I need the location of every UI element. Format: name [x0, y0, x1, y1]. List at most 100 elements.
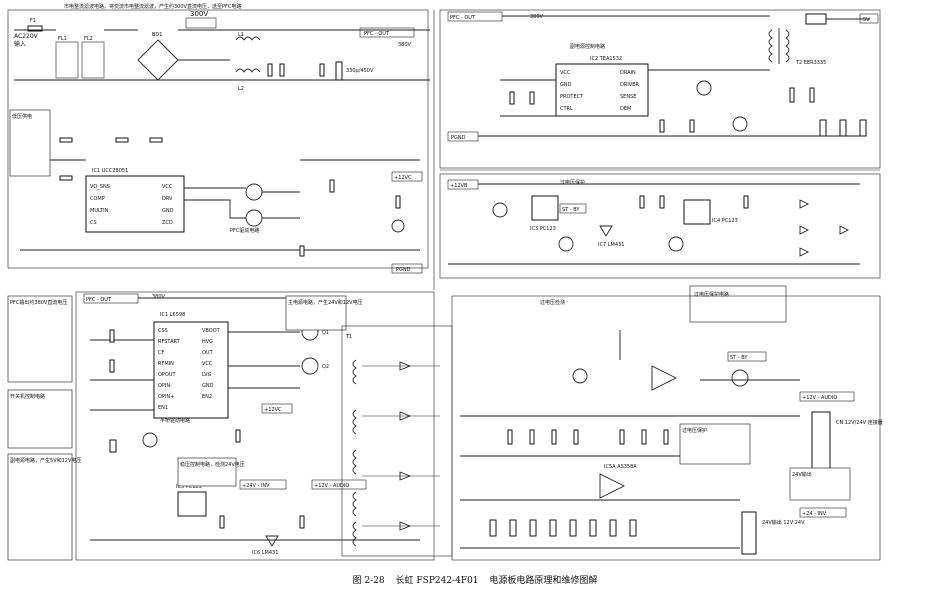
- svg-text:过电压保护: 过电压保护: [560, 179, 585, 186]
- pfc-inductor: [235, 36, 261, 41]
- ac-input-label: AC220V: [14, 33, 39, 40]
- svg-text:IC7 LM431: IC7 LM431: [598, 242, 624, 248]
- svg-text:+12VB: +12VB: [450, 183, 468, 189]
- half-bridge-ic: IC1 L6598 CSS RFSTART CF RFMIN OPOUT OPI…: [153, 312, 229, 419]
- svg-text:OPOUT: OPOUT: [158, 372, 177, 378]
- svg-text:GND: GND: [202, 383, 214, 389]
- protection-diodes: [799, 199, 850, 257]
- svg-text:ZCD: ZCD: [162, 220, 173, 226]
- switch-transistor: [572, 368, 749, 387]
- svg-text:VO_SNS: VO_SNS: [90, 184, 110, 190]
- rectifier-diodes: [399, 361, 412, 531]
- optocoupler-ic5: IC5 PC123: [176, 484, 207, 517]
- note-mains-filter: 市电整流滤波电路，将交流市电整流滤波，产生约300V直流电压，送至PFC电路: [64, 3, 241, 10]
- switching-mosfets: Q1 Q2: [301, 323, 329, 375]
- standby-controller-ic: IC2 TEA1532 VCC GND PROTECT CTRL DRAIN D…: [555, 56, 649, 117]
- svg-text:+24 - INV: +24 - INV: [802, 511, 827, 517]
- shunt-regulator-ic6: IC6 LM431: [252, 535, 279, 556]
- svg-text:VCC: VCC: [162, 184, 173, 190]
- svg-text:PFC - OUT: PFC - OUT: [86, 297, 112, 303]
- svg-text:IC3 PC123: IC3 PC123: [530, 226, 556, 232]
- svg-text:CN 12V/24V 连接器: CN 12V/24V 连接器: [836, 419, 883, 426]
- main-output-section: T1: [341, 325, 453, 557]
- svg-text:GND: GND: [560, 82, 572, 88]
- svg-text:+12V - AUDIO: +12V - AUDIO: [802, 395, 837, 401]
- half-bridge-components: [109, 329, 305, 529]
- note-ovp: 过电压保护: [682, 427, 707, 434]
- svg-text:IC6 LM431: IC6 LM431: [252, 550, 278, 556]
- transistor-q11: [245, 183, 263, 201]
- note-half-bridge: 主电源电路，产生24V和12V电压: [288, 299, 363, 306]
- svg-text:DRV: DRV: [162, 196, 173, 202]
- svg-text:DRIVER: DRIVER: [620, 82, 639, 88]
- opamp-ic5a: IC5A AS358A: [599, 464, 637, 499]
- svg-text:330μ/450V: 330μ/450V: [346, 68, 374, 74]
- svg-text:CSS: CSS: [158, 328, 168, 334]
- svg-text:输入: 输入: [14, 40, 26, 48]
- bridge-d7: [805, 13, 827, 25]
- svg-text:T2 EER3335: T2 EER3335: [795, 60, 826, 66]
- output-filter-caps: [489, 519, 637, 537]
- main-transformers: [352, 359, 357, 547]
- standby-section: PFC - OUT 380V IC2 TEA1532 VCC GND PROTE…: [439, 9, 881, 169]
- svg-text:ST - BY: ST - BY: [562, 207, 580, 213]
- svg-text:380V: 380V: [152, 294, 166, 300]
- svg-text:Q2: Q2: [322, 364, 329, 370]
- figure-caption: 图 2-28 长虹 FSP242-4F01 电源板电路原理和维修图解: [0, 573, 950, 586]
- svg-text:DEM: DEM: [620, 106, 631, 112]
- svg-text:EN1: EN1: [158, 405, 168, 411]
- svg-text:LVG: LVG: [202, 372, 212, 378]
- svg-text:FL1: FL1: [58, 36, 67, 42]
- bridge-rectifier: BD1: [137, 32, 179, 81]
- optocoupler-ic3: IC3 PC123: [530, 195, 559, 232]
- svg-text:ST - BY: ST - BY: [730, 355, 748, 361]
- svg-text:IC1 UCC28051: IC1 UCC28051: [92, 168, 128, 174]
- svg-text:PFC - OUT: PFC - OUT: [450, 15, 476, 21]
- svg-text:VCC: VCC: [560, 70, 571, 76]
- left-notes: PFC输出约380V直流电压 开关机控制电路 副电源电路，产生5V和12V电压: [7, 295, 81, 561]
- note-standby: 副电源电路，产生5V和12V电压: [10, 457, 81, 464]
- svg-text:+12V - AUDIO: +12V - AUDIO: [314, 483, 349, 489]
- svg-text:5V: 5V: [863, 17, 870, 23]
- standby-transformer: T2 EER3335: [768, 28, 826, 66]
- transistor-q10: [245, 209, 263, 227]
- svg-text:OPIN-: OPIN-: [158, 383, 172, 389]
- svg-text:CTRL: CTRL: [560, 106, 573, 112]
- svg-text:+12VC: +12VC: [264, 407, 282, 413]
- standby-components: [509, 80, 748, 133]
- note-protection: 过电压保护电路: [694, 291, 729, 298]
- svg-text:HVG: HVG: [202, 339, 213, 345]
- svg-text:380V: 380V: [530, 14, 544, 20]
- svg-text:CS: CS: [90, 220, 97, 226]
- svg-text:+12VC: +12VC: [394, 175, 412, 181]
- figure-number: 图 2-28: [352, 576, 385, 586]
- svg-text:24V输出 12V 24V: 24V输出 12V 24V: [762, 519, 805, 526]
- output-connector-24v: 24V输出 12V 24V: [741, 511, 805, 555]
- feedback-output-section: 过电压检测 IC5A AS358A +12V - AUDIO +24 - INV…: [451, 295, 883, 561]
- note-regulation: 稳压控制电路，检测24V电压: [180, 461, 245, 468]
- svg-text:SENSE: SENSE: [620, 94, 636, 100]
- svg-text:T1: T1: [345, 334, 352, 340]
- svg-text:GND: GND: [162, 208, 174, 214]
- svg-text:RFMIN: RFMIN: [158, 361, 174, 367]
- svg-text:EN2: EN2: [202, 394, 212, 400]
- figure-title: 电源板电路原理和维修图解: [489, 576, 598, 586]
- ac-input-section: AC220V 输入 F1 FL1 FL2 BD1 市电整流滤波电路，将交流市电整…: [7, 3, 430, 274]
- svg-text:PGND: PGND: [451, 135, 466, 141]
- svg-text:+24V - INV: +24V - INV: [242, 483, 270, 489]
- svg-text:MULTIN: MULTIN: [90, 208, 109, 214]
- svg-text:IC2 TEA1532: IC2 TEA1532: [590, 56, 622, 62]
- svg-text:PFC - OUT: PFC - OUT: [364, 31, 390, 37]
- svg-text:CF: CF: [158, 350, 164, 356]
- shunt-regulator-ic7: IC7 LM431: [598, 225, 624, 248]
- svg-text:OPIN+: OPIN+: [158, 394, 174, 400]
- divider-resistors: [507, 429, 691, 445]
- standby-output-caps: [789, 87, 867, 137]
- svg-text:RFSTART: RFSTART: [158, 339, 181, 345]
- svg-text:Q1: Q1: [322, 330, 329, 336]
- svg-text:OUT: OUT: [202, 350, 214, 356]
- svg-text:IC1 L6598: IC1 L6598: [160, 312, 185, 318]
- svg-text:PFC驱动电路: PFC驱动电路: [230, 227, 259, 234]
- svg-text:VCC: VCC: [202, 361, 213, 367]
- svg-text:L1: L1: [238, 32, 244, 38]
